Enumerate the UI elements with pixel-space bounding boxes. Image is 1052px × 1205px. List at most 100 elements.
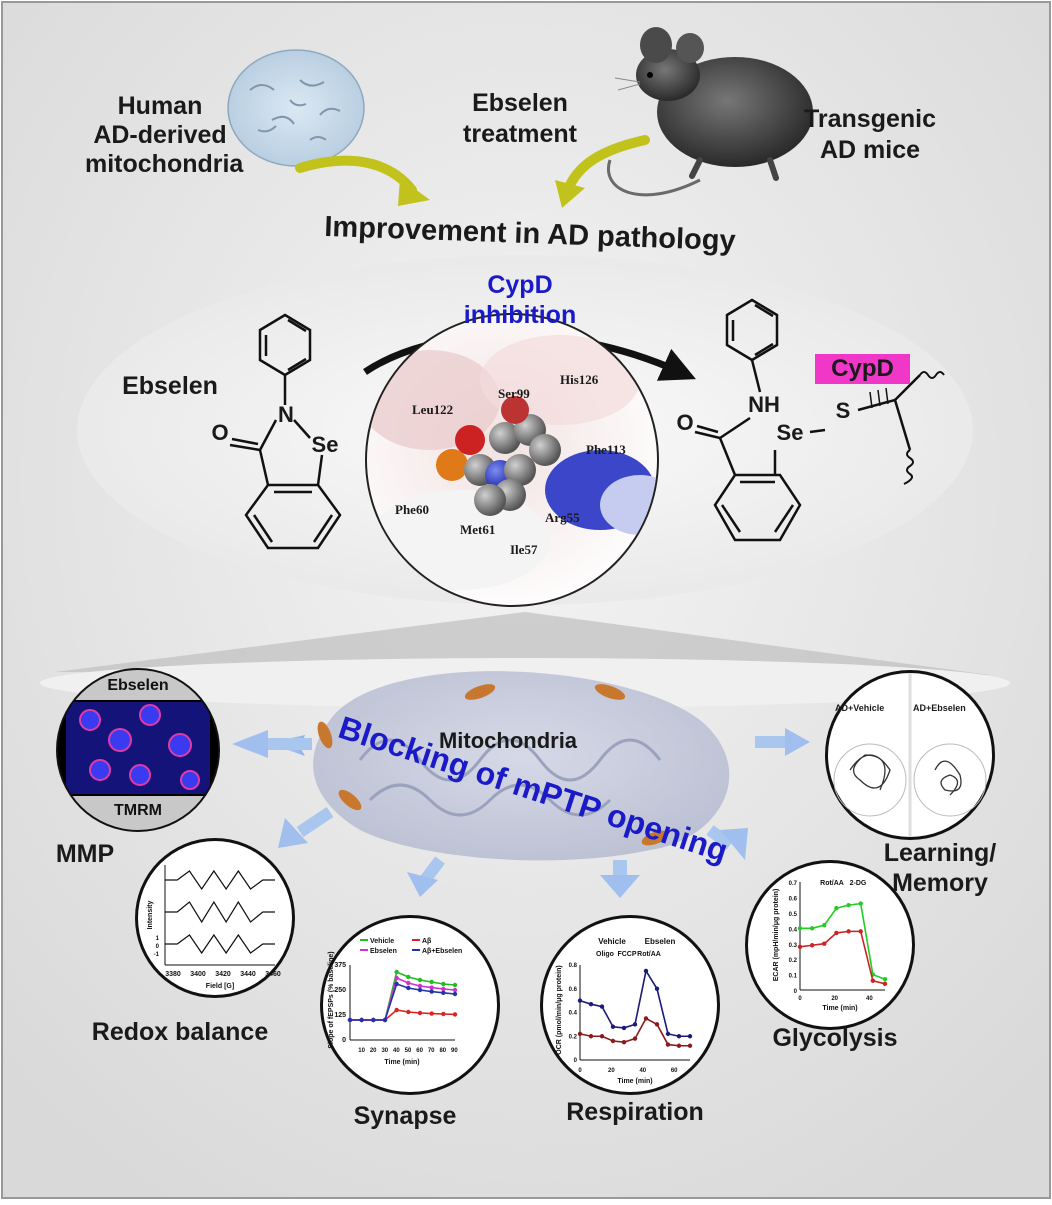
- residue-phe113: Phe113: [586, 442, 626, 457]
- residue-leu122: Leu122: [412, 402, 454, 417]
- residue-met61: Met61: [460, 522, 496, 537]
- synapse-ylabel: Slope of fEPSPs (% baseline): [328, 951, 335, 1048]
- redox-x-tick: 3460: [265, 971, 281, 978]
- synapse-point: [452, 982, 458, 988]
- glycolysis-point: [882, 977, 888, 982]
- synapse-point: [406, 980, 411, 986]
- respiration-annotation: FCCP: [617, 951, 636, 958]
- glycolysis-x-tick: 20: [831, 996, 838, 1002]
- glycolysis-y-tick: 0.7: [789, 881, 798, 887]
- synapse-xlabel: Time (min): [384, 1059, 419, 1066]
- synapse-point: [382, 1017, 388, 1023]
- redox-label: Redox balance: [91, 1018, 269, 1046]
- glycolysis-xlabel: Time (min): [822, 1005, 857, 1012]
- glycolysis-point: [858, 901, 863, 906]
- redox-x-tick: 3380: [165, 971, 181, 978]
- synapse-point: [452, 1012, 458, 1017]
- human-line2: AD-derived: [93, 121, 227, 149]
- glycolysis-x-tick: 40: [866, 996, 873, 1002]
- cell-dish-image: [227, 49, 365, 167]
- synapse-x-tick: 80: [439, 1048, 446, 1054]
- respiration-y-tick: 0.6: [569, 987, 578, 993]
- transgenic-mice-label: Transgenic AD mice: [790, 104, 950, 166]
- mouse-image: [607, 27, 813, 197]
- mice-line1: Transgenic: [804, 105, 936, 133]
- respiration-point: [654, 986, 660, 991]
- yellow-arrow-right: [565, 135, 650, 190]
- atom-s: S: [835, 398, 851, 423]
- redox-y-tick: 0: [156, 944, 160, 950]
- synapse-x-tick: 20: [370, 1048, 377, 1054]
- maze-vehicle-label: AD+Vehicle: [835, 703, 885, 713]
- respiration-point: [621, 1025, 627, 1031]
- glycolysis-point: [846, 929, 851, 934]
- funnel-shade: [55, 612, 990, 675]
- atom-o: O: [211, 420, 229, 445]
- redox-ylabel: Intensity: [147, 901, 154, 930]
- residue-arg55: Arg55: [545, 510, 580, 525]
- blue-arrows: [232, 728, 810, 898]
- redox-y-tick: -1: [154, 952, 160, 958]
- treat-line2: treatment: [463, 120, 577, 148]
- atom-nh: NH: [748, 392, 780, 417]
- respiration-point: [643, 1016, 649, 1021]
- respiration-label: Respiration: [566, 1098, 704, 1126]
- synapse-point: [406, 985, 411, 991]
- synapse-legend-label: Aβ: [422, 938, 432, 945]
- synapse-point: [441, 1011, 446, 1017]
- glycolysis-y-tick: 0.5: [789, 912, 798, 918]
- glycolysis-point: [834, 906, 839, 911]
- ebselen-treatment-label: Ebselen treatment: [445, 88, 595, 150]
- synapse-point: [417, 987, 423, 993]
- respiration-point: [588, 1034, 594, 1039]
- human-mitochondria-label: Human AD-derived mitochondria: [85, 92, 243, 179]
- synapse-point: [359, 1017, 364, 1023]
- respiration-point: [665, 1031, 671, 1037]
- respiration-point: [621, 1039, 627, 1045]
- glycolysis-y-tick: 0.4: [789, 927, 798, 933]
- adduct-structure: [694, 298, 945, 542]
- synapse-point: [429, 989, 434, 994]
- synapse-point: [417, 983, 423, 989]
- glycolysis-annotation: 2-DG: [850, 880, 867, 887]
- synapse-point: [394, 1007, 399, 1013]
- redox-x-tick: 3400: [190, 971, 206, 978]
- synapse-point: [394, 981, 399, 987]
- glycolysis-y-tick: 0.6: [789, 897, 798, 903]
- synapse-legend-label: Aβ+Ebselen: [422, 948, 462, 955]
- mmp-tmrm-label: TMRM: [114, 802, 162, 819]
- synapse-x-tick: 40: [393, 1048, 400, 1054]
- synapse-point: [417, 1010, 423, 1016]
- glycolysis-point: [797, 944, 803, 949]
- cypd-line1: CypD: [487, 271, 553, 299]
- glycolysis-label: Glycolysis: [772, 1024, 898, 1052]
- synapse-point: [394, 975, 399, 981]
- synapse-point: [371, 1017, 376, 1023]
- maze-image: [825, 670, 995, 840]
- respiration-point: [665, 1042, 671, 1047]
- glycolysis-annotation: Rot/AA: [820, 880, 844, 887]
- respiration-annotation: Oligo: [596, 951, 614, 958]
- respiration-point: [577, 1031, 583, 1037]
- synapse-point: [429, 979, 434, 985]
- redox-trace-2: [165, 933, 275, 955]
- synapse-point: [452, 987, 458, 993]
- synapse-y-tick: 0: [342, 1037, 346, 1044]
- ebselen-label: Ebselen: [122, 372, 218, 400]
- binding-pocket-image: [365, 313, 659, 607]
- respiration-point: [610, 1038, 616, 1044]
- synapse-label: Synapse: [353, 1102, 457, 1130]
- glycolysis-y-tick: 0: [794, 989, 798, 995]
- synapse-legend-label: Ebselen: [370, 948, 397, 955]
- cypd-tag: CypD: [831, 355, 894, 382]
- synapse-x-tick: 60: [416, 1048, 423, 1054]
- respiration-ylabel: OCR (pmol/min/μg protein): [556, 965, 563, 1054]
- respiration-x-tick: 20: [608, 1068, 615, 1074]
- respiration-point: [643, 968, 649, 974]
- mmp-ebselen-label: Ebselen: [107, 677, 169, 694]
